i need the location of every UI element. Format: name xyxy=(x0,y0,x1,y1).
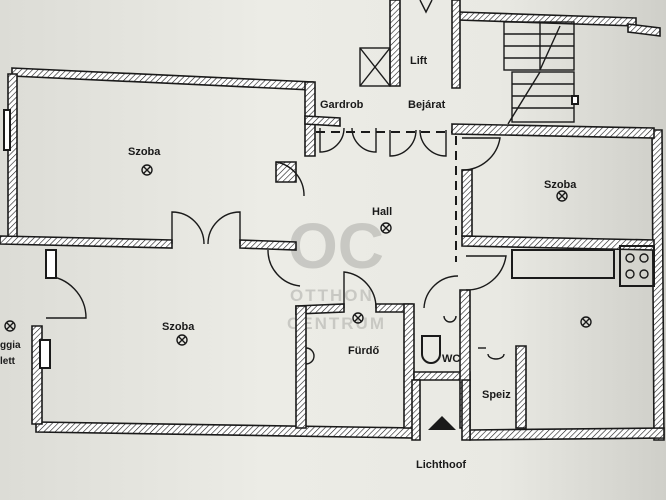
room-label-szoba-bottom: Szoba xyxy=(162,321,195,333)
doors xyxy=(45,0,507,319)
lift-shaft xyxy=(359,47,391,87)
watermark-line1: OTTHON xyxy=(290,286,374,305)
room-label-szoba-right: Szoba xyxy=(544,179,577,191)
room-label-hall: Hall xyxy=(372,206,392,218)
room-label-loggia-line2: lett xyxy=(0,356,16,367)
room-label-szoba-top-left: Szoba xyxy=(128,146,161,158)
ceiling-light-icon xyxy=(580,316,592,328)
ceiling-light-icon xyxy=(176,334,188,346)
room-label-lift: Lift xyxy=(410,55,427,67)
ceiling-light-icon xyxy=(141,164,153,176)
dashed-partitions xyxy=(316,131,457,262)
ceiling-light-icon xyxy=(4,320,16,332)
room-label-gardrob: Gardrob xyxy=(320,99,364,111)
room-label-furdo: Fürdő xyxy=(348,345,379,357)
room-labels: Szoba Gardrob Bejárat Lift Hall Szoba Sz… xyxy=(0,55,577,471)
kitchen-fixtures xyxy=(511,245,655,287)
room-label-speiz: Speiz xyxy=(482,389,511,401)
staircase xyxy=(503,21,579,125)
watermark: OC OTTHON CENTRUM xyxy=(287,210,386,333)
room-label-wc: WC xyxy=(442,353,460,365)
ceiling-light-icon xyxy=(556,190,568,202)
room-label-bejarat: Bejárat xyxy=(408,99,446,111)
ceiling-light-icon xyxy=(380,222,392,234)
ceiling-lights xyxy=(4,164,592,346)
watermark-logo: OC xyxy=(288,210,384,282)
room-label-loggia-line1: ggia xyxy=(0,340,21,351)
ceiling-light-icon xyxy=(352,312,364,324)
lichthoof-arrow-icon xyxy=(428,416,456,430)
room-label-lichthoof: Lichthoof xyxy=(416,459,466,471)
interior-walls xyxy=(0,0,655,441)
windows xyxy=(3,109,57,369)
sanitary-fixtures xyxy=(305,315,505,365)
watermark-line2: CENTRUM xyxy=(287,314,386,333)
